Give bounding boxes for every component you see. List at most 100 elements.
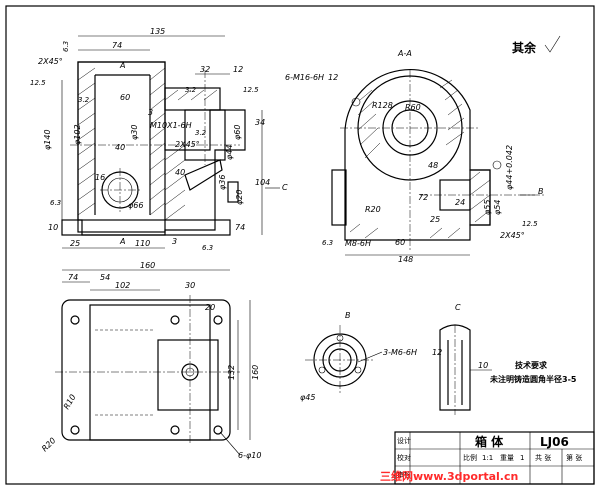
- front-view: 135 74 32 12 60 40 16 40 25 110 3 3 10 7…: [30, 27, 288, 252]
- top-holes: 6-φ10: [238, 451, 261, 460]
- dim-60: 60: [120, 93, 130, 102]
- section-view-aa: A-A 6-M16-6H 12 R128 R60 48 72 24: [285, 49, 545, 264]
- dim-40b: 40: [175, 168, 185, 177]
- top-d30: 30: [185, 281, 195, 290]
- top-d160b: 160: [251, 365, 260, 380]
- front-view-outline: [77, 61, 246, 236]
- view-c: C 10: [439, 303, 492, 415]
- surface-finish-note: 其余: [512, 40, 537, 55]
- dim-135: 135: [150, 27, 165, 36]
- section-m8: M8-6H: [345, 239, 371, 248]
- dim-10: 10: [48, 223, 58, 232]
- dim-110: 110: [135, 239, 150, 248]
- top-holes-leader: [219, 431, 241, 456]
- top-hole-5: [170, 315, 180, 325]
- view-arrow-c-label: C: [282, 183, 288, 192]
- dim-3: 3: [172, 237, 177, 246]
- section-thread-circle: [351, 97, 361, 107]
- drawing-frame: [5, 5, 595, 485]
- view-b: B φ45 3-M6-6H 12: [300, 311, 442, 402]
- dim-74b: 74: [235, 223, 245, 232]
- tb-row1-c1: 设计: [397, 436, 411, 445]
- dim-32: 32: [200, 65, 210, 74]
- section-r128: R128: [372, 101, 393, 110]
- tb-sheet-label: 第 张: [566, 453, 582, 462]
- section-mark-right: A: [119, 237, 125, 246]
- section-r60: R60: [405, 103, 421, 112]
- front-left-body: [77, 61, 166, 233]
- callout-chamfer-mid: 2X45°: [175, 140, 200, 149]
- rough-6-3: 6.3: [62, 41, 70, 52]
- section-left-boss: [331, 169, 347, 226]
- dim-phi60: φ60: [233, 125, 242, 140]
- surface-finish-symbol: [544, 35, 561, 53]
- top-hole-3: [70, 425, 80, 435]
- tech-req-title: 技术要求: [515, 360, 548, 370]
- section-outline: [344, 69, 491, 241]
- dim-12: 12: [233, 65, 243, 74]
- section-title: A-A: [397, 49, 412, 58]
- tb-weight-value: 1: [520, 454, 524, 462]
- top-hole-4: [213, 425, 223, 435]
- top-right-boss: [157, 339, 219, 411]
- dim-phi30: φ30: [130, 125, 139, 140]
- section-thread-depth: 12: [328, 73, 338, 82]
- section-mark-left: A: [119, 61, 125, 70]
- rough-12-5b: 12.5: [243, 86, 259, 94]
- section-d48: 48: [428, 161, 438, 170]
- front-base-flange: [61, 219, 231, 236]
- tb-drawing-no: LJ06: [540, 435, 569, 449]
- top-r10: R10: [62, 393, 78, 411]
- dim-25: 25: [70, 239, 80, 248]
- title-block: 设计 校对 审核 箱 体 LJ06 比例 1:1 重量 1 共 张 第 张: [394, 431, 595, 485]
- dim-phi66: φ66: [128, 201, 143, 210]
- view-b-thread: 3-M6-6H: [383, 348, 417, 357]
- section-chamfer: 2X45°: [500, 231, 525, 240]
- dim-104: 104: [255, 178, 270, 187]
- section-r20: R20: [365, 205, 381, 214]
- tech-req-line1: 未注明铸造圆角半径3-5: [489, 374, 577, 384]
- tb-part-name: 箱 体: [475, 434, 504, 449]
- top-d160: 160: [140, 261, 155, 270]
- section-phi55: φ55: [483, 200, 492, 215]
- top-r20: R20: [40, 436, 58, 454]
- top-d102: 102: [115, 281, 130, 290]
- view-b-hole-2: [318, 366, 326, 374]
- tb-scale-value: 1:1: [482, 454, 493, 462]
- rough-12-5: 12.5: [30, 79, 46, 87]
- top-d20: 20: [205, 303, 215, 312]
- dim-phi44: φ44: [225, 145, 234, 160]
- rough-3-2b: 3.2: [185, 86, 197, 94]
- section-phi54: φ54: [493, 200, 502, 215]
- section-rough-6-3: 6.3: [322, 239, 333, 247]
- view-b-label: B: [345, 311, 351, 320]
- view-b-leader: [357, 351, 383, 363]
- section-d148: 148: [398, 255, 413, 264]
- callout-chamfer-top: 2X45°: [38, 57, 63, 66]
- dim-40: 40: [115, 143, 125, 152]
- dim-16: 16: [95, 173, 105, 182]
- section-side-bore: [439, 179, 471, 211]
- top-hole-1: [70, 315, 80, 325]
- top-hole-2: [213, 315, 223, 325]
- section-d72: 72: [418, 193, 428, 202]
- title-block-frame: [394, 431, 595, 485]
- front-hatch-right: [149, 67, 218, 221]
- section-thread-top: 6-M16-6H: [285, 73, 324, 82]
- view-arrow-b-label: B: [538, 187, 544, 196]
- section-small-circle: [492, 160, 502, 170]
- section-d25: 25: [430, 215, 440, 224]
- view-c-label: C: [455, 303, 461, 312]
- top-d132: 132: [227, 365, 236, 380]
- top-inner-body: [89, 304, 211, 441]
- front-sloped-rib: [184, 159, 223, 191]
- tb-row3-c1: 审核: [397, 470, 411, 479]
- front-hatch-left: [77, 67, 96, 216]
- top-d54: 54: [100, 273, 110, 282]
- top-hole-6: [170, 425, 180, 435]
- tb-row2-c1: 校对: [397, 453, 411, 462]
- view-b-thread-depth: 12: [432, 348, 442, 357]
- tb-scale-label: 比例: [463, 453, 477, 462]
- callout-thread: M10X1-6H: [150, 121, 192, 130]
